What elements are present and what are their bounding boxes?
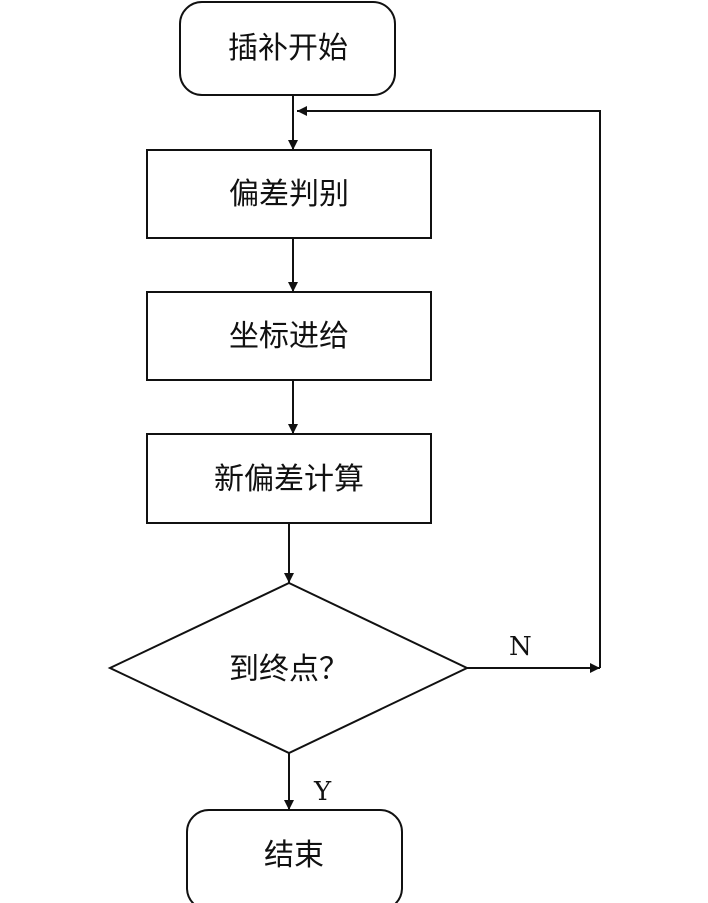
start-node: 插补开始 [179, 1, 396, 96]
decision-node: 到终点？ [107, 581, 470, 755]
yes-label: Y [313, 777, 332, 807]
end-node: 结束 [186, 809, 403, 903]
no-label: N [509, 632, 532, 662]
end-label: 结束 [264, 838, 324, 873]
new-deviation-label: 新偏差计算 [214, 462, 364, 497]
edge-no-loop [297, 106, 601, 668]
decision-label: 到终点？ [229, 652, 349, 687]
feed-label: 坐标进给 [229, 319, 349, 354]
deviation-label: 偏差判别 [229, 177, 349, 212]
deviation-node: 偏差判别 [146, 149, 432, 239]
feed-node: 坐标进给 [146, 291, 432, 381]
new-deviation-node: 新偏差计算 [146, 433, 432, 524]
start-label: 插补开始 [228, 31, 348, 66]
